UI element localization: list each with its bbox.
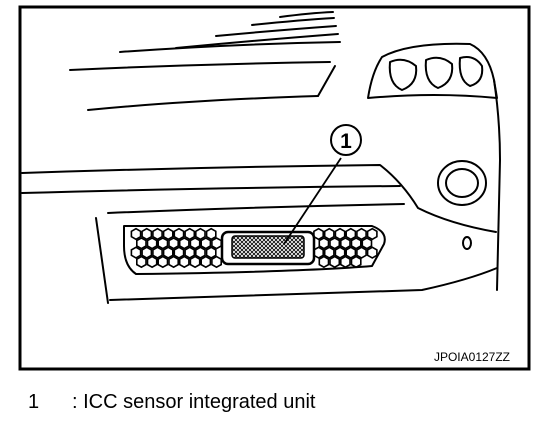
honeycomb-cell (141, 246, 153, 259)
honeycomb-cell (323, 246, 335, 259)
honeycomb-cell (366, 246, 378, 259)
honeycomb-cell (157, 237, 169, 250)
honeycomb-cell (141, 227, 153, 241)
honeycomb-cell (366, 227, 378, 241)
honeycomb-cell (136, 255, 147, 269)
honeycomb-cell (356, 246, 367, 259)
legend-item-text: : ICC sensor integrated unit (72, 391, 316, 413)
honeycomb-cell (146, 237, 158, 250)
honeycomb-cell (152, 227, 163, 241)
vehicle-front-illustration (21, 11, 501, 304)
callout-leader (283, 157, 342, 245)
honeycomb-cell (173, 246, 185, 259)
headlight (367, 42, 498, 99)
honeycomb-cell (350, 255, 362, 269)
honeycomb-cell (205, 246, 217, 259)
honeycomb-cell (178, 237, 190, 250)
honeycomb-cell (340, 237, 351, 250)
legend: 1 : ICC sensor integrated unit (28, 391, 316, 413)
honeycomb-cell (211, 255, 222, 269)
honeycomb-cell (130, 227, 142, 241)
honeycomb-cell (130, 246, 142, 259)
honeycomb-cell (157, 255, 169, 269)
honeycomb-cell (323, 227, 335, 241)
callout-1: 1 (283, 124, 362, 245)
honeycomb-cell (200, 237, 212, 250)
honeycomb-cell (189, 255, 201, 269)
honeycomb-cell (184, 246, 196, 259)
honeycomb-cell (152, 246, 163, 259)
honeycomb-cell (329, 255, 341, 269)
honeycomb-cell (173, 227, 185, 241)
honeycomb-cell (162, 246, 174, 259)
figure-code: JPOIA0127ZZ (434, 350, 510, 364)
honeycomb-cell (195, 246, 206, 259)
honeycomb-cell (178, 255, 190, 269)
honeycomb-cell (345, 246, 357, 259)
honeycomb-cell (334, 227, 346, 241)
honeycomb-cell (136, 237, 147, 250)
honeycomb-cell (329, 237, 341, 250)
callout-circle (330, 124, 362, 156)
honeycomb-cell (318, 237, 330, 250)
honeycomb-cell (361, 237, 373, 250)
fog-light (437, 160, 487, 206)
honeycomb-cell (318, 255, 330, 269)
honeycomb-cell (162, 227, 174, 241)
upper-grille (69, 11, 341, 111)
honeycomb-cell (146, 255, 158, 269)
honeycomb-cell (350, 237, 362, 250)
honeycomb-cell (184, 227, 196, 241)
honeycomb-cell (334, 246, 346, 259)
honeycomb-cell (200, 255, 212, 269)
icc-sensor-unit (220, 230, 316, 266)
honeycomb-cell (195, 227, 206, 241)
legend-item-number: 1 (28, 391, 39, 413)
honeycomb-cell (168, 255, 179, 269)
honeycomb-mesh (130, 227, 378, 269)
honeycomb-cell (345, 227, 357, 241)
honeycomb-cell (340, 255, 351, 269)
lower-grille (123, 225, 386, 275)
callout-number: 1 (340, 130, 352, 153)
honeycomb-cell (205, 227, 217, 241)
honeycomb-cell (356, 227, 367, 241)
honeycomb-cell (168, 237, 179, 250)
honeycomb-cell (189, 237, 201, 250)
bumper-clip-hole (462, 236, 472, 250)
